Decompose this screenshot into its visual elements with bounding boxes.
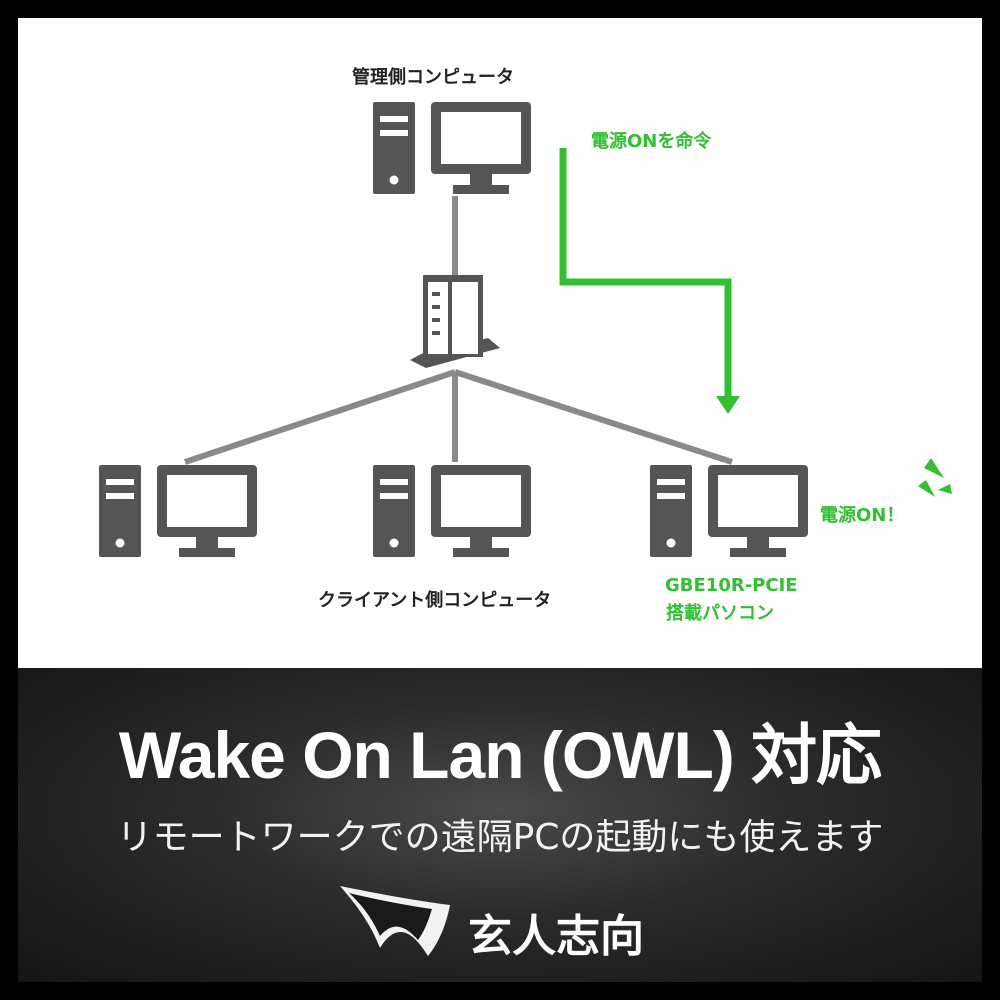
target-model-label: GBE10R-PCIE [665, 575, 798, 596]
client-computer-icon [373, 465, 531, 557]
link-right [454, 369, 733, 465]
headline: Wake On Lan (OWL) 対応 [118, 718, 882, 792]
brand-name: 玄人志向 [468, 911, 644, 962]
network-lines [184, 196, 733, 465]
client-computer-label: クライアント側コンピュータ [318, 590, 552, 611]
target-pc-label: 搭載パソコン [666, 603, 774, 624]
banner-panel [18, 668, 982, 982]
brand-logo-icon [340, 886, 450, 956]
link-left [184, 369, 456, 465]
subline: リモートワークでの遠隔PCの起動にも使えます [116, 817, 884, 858]
target-computer-icon [650, 465, 808, 557]
power-on-burst-icon [918, 458, 952, 497]
power-on-label: 電源ON！ [820, 505, 905, 526]
admin-computer-label: 管理側コンピュータ [352, 67, 514, 88]
client-computer-icon [99, 465, 257, 557]
wake-command-arrow [559, 148, 740, 414]
hub-icon [410, 275, 500, 368]
admin-computer-icon [373, 102, 531, 194]
wake-command-label: 電源ONを命令 [591, 131, 712, 152]
